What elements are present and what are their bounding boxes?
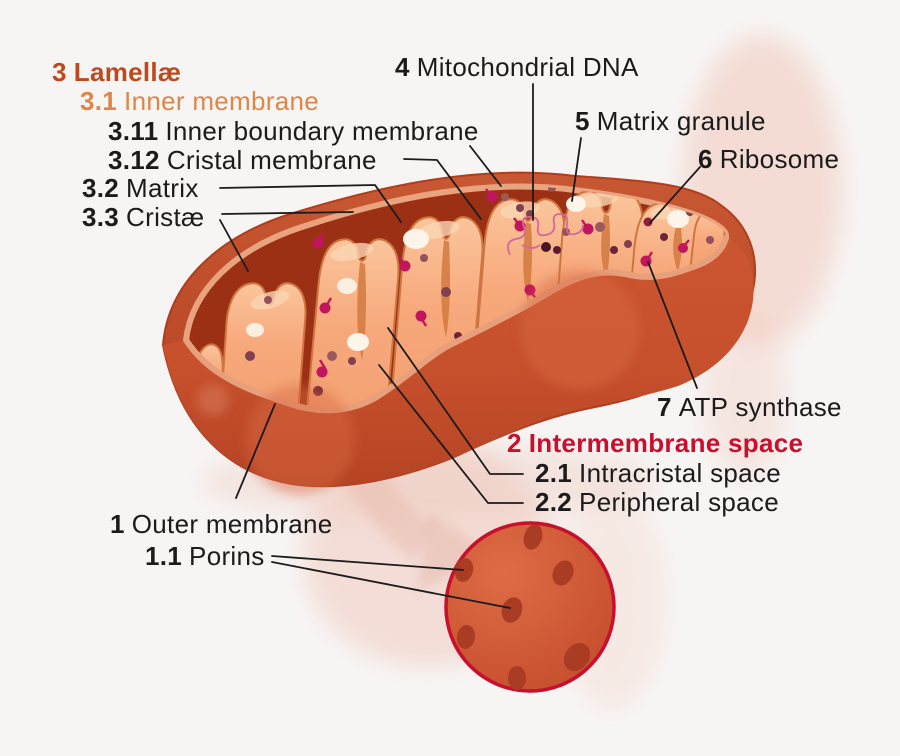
label-name: Intracristal space <box>579 458 781 488</box>
leader-atp-synthase <box>647 261 698 389</box>
leader-peripheral-space <box>378 364 524 504</box>
bowl-highlights <box>197 270 640 495</box>
leader-porins-b <box>271 561 511 609</box>
atp-synthase-particles <box>312 188 690 378</box>
label-name: Peripheral space <box>579 487 779 517</box>
leader-outer-membrane <box>235 403 276 499</box>
leader-cristae-a <box>221 211 354 215</box>
label-name: ATP synthase <box>679 392 842 422</box>
label-number: 1 <box>110 509 125 539</box>
label-number: 1.1 <box>145 541 182 571</box>
label-name: Matrix granule <box>597 106 766 136</box>
leader-inner-boundary-membrane <box>469 145 502 187</box>
label-name: Inner boundary membrane <box>165 116 478 146</box>
mitochondrion-illustration <box>161 171 757 495</box>
label-name: Inner membrane <box>124 86 319 116</box>
label-name: Porins <box>189 541 265 571</box>
label-number: 7 <box>657 392 672 422</box>
label-number: 3.3 <box>82 202 119 232</box>
label-number: 3.12 <box>108 145 160 175</box>
label-name: Ribosome <box>720 144 839 174</box>
label-number: 2 <box>507 428 522 458</box>
label-number: 3.2 <box>82 173 119 203</box>
label-name: Cristal membrane <box>167 145 377 175</box>
label-name: Intermembrane space <box>529 428 804 458</box>
crista-fold <box>383 216 484 411</box>
porin <box>454 524 591 690</box>
leader-intracristal-space <box>387 327 524 475</box>
label-name: Matrix <box>126 173 199 203</box>
label-name: Mitochondrial DNA <box>417 52 639 82</box>
label-number: 3.1 <box>80 86 117 116</box>
watermark-arrowhead <box>418 512 498 590</box>
mitochondrial-dna-squiggle <box>507 213 584 256</box>
leader-ribosome <box>649 166 701 224</box>
label-number: 4 <box>395 52 410 82</box>
leader-matrix-granule <box>571 137 582 202</box>
leader-lines <box>219 83 701 609</box>
label-number: 6 <box>698 144 713 174</box>
label-number: 3.11 <box>108 116 158 146</box>
leader-porins-a <box>271 555 464 571</box>
matrix-granules <box>246 196 689 351</box>
porins-detail-circle <box>444 521 616 693</box>
label-name: Outer membrane <box>132 509 333 539</box>
label-number: 3 <box>52 57 67 87</box>
label-number: 2.1 <box>535 458 572 488</box>
label-number: 5 <box>575 106 590 136</box>
leader-matrix <box>219 184 402 223</box>
label-number: 2.2 <box>535 487 572 517</box>
leader-cristal-membrane <box>403 158 482 220</box>
label-name: Cristæ <box>126 202 204 232</box>
label-name: Lamellæ <box>74 57 182 87</box>
leader-cristae-b <box>219 219 249 272</box>
